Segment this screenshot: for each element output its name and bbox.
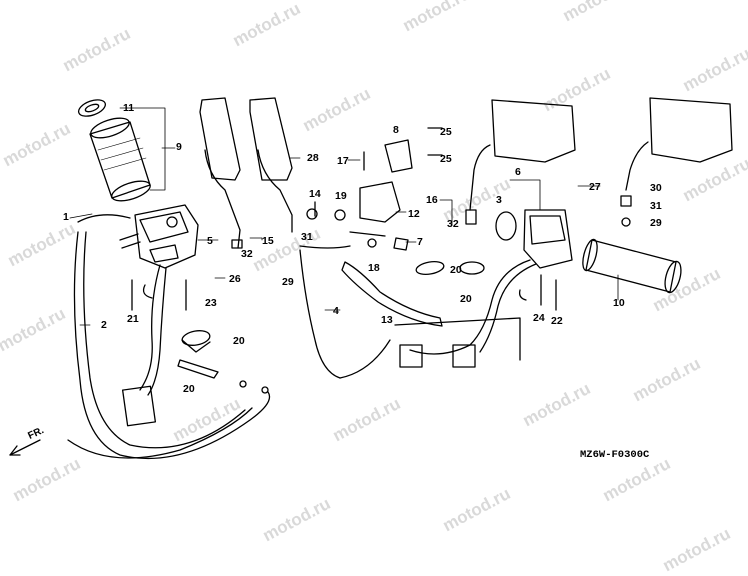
part-label-30: 30 — [650, 182, 662, 194]
part-label-5: 5 — [207, 235, 213, 247]
part-label-9: 9 — [176, 141, 182, 153]
part-label-12: 12 — [408, 208, 420, 220]
left-grip — [77, 99, 151, 202]
left-switch-housing — [119, 204, 199, 269]
part-label-31a: 31 — [301, 231, 313, 243]
part-label-18: 18 — [368, 262, 380, 274]
part-label-21: 21 — [127, 313, 139, 325]
right-switch-housing — [495, 209, 573, 269]
part-label-10: 10 — [613, 297, 625, 309]
part-label-13: 13 — [381, 314, 393, 326]
part-label-20b: 20 — [183, 383, 195, 395]
part-label-32b: 32 — [447, 218, 459, 230]
part-label-29a: 29 — [282, 276, 294, 288]
part-label-15: 15 — [262, 235, 274, 247]
part-label-26: 26 — [229, 273, 241, 285]
part-label-16: 16 — [426, 194, 438, 206]
leader-lines — [69, 107, 619, 326]
part-label-23: 23 — [205, 297, 217, 309]
right-mirror-a — [465, 99, 576, 225]
diagram-code: MZ6W-F0300C — [580, 449, 650, 461]
right-grip — [582, 238, 682, 294]
part-label-20d: 20 — [460, 293, 472, 305]
part-label-25b: 25 — [440, 153, 452, 165]
part-label-28: 28 — [307, 152, 319, 164]
part-label-31b: 31 — [650, 200, 662, 212]
part-label-8: 8 — [393, 124, 399, 136]
part-label-24: 24 — [533, 312, 545, 324]
left-wiring — [121, 264, 167, 427]
band-clamps — [177, 260, 485, 379]
fr-arrow — [9, 439, 41, 456]
right-wiring — [394, 259, 537, 368]
screws — [131, 127, 557, 311]
part-label-22: 22 — [551, 315, 563, 327]
part-label-25a: 25 — [440, 126, 452, 138]
part-label-20c: 20 — [450, 264, 462, 276]
clutch-lever — [341, 261, 443, 327]
part-label-14: 14 — [309, 188, 321, 200]
part-label-19: 19 — [335, 190, 347, 202]
part-label-6: 6 — [515, 166, 521, 178]
part-label-32a: 32 — [241, 248, 253, 260]
part-label-29b: 29 — [650, 217, 662, 229]
left-mirror — [199, 97, 293, 249]
part-label-11: 11 — [123, 102, 135, 114]
handlebar-parts-diagram — [9, 97, 733, 460]
right-mirror-b — [620, 97, 733, 227]
part-label-17: 17 — [337, 155, 349, 167]
part-label-1: 1 — [63, 211, 69, 223]
part-label-27: 27 — [589, 181, 601, 193]
left-cables — [67, 214, 271, 460]
clutch-cable — [299, 245, 391, 379]
part-label-3: 3 — [496, 194, 502, 206]
part-label-2: 2 — [101, 319, 107, 331]
part-label-7: 7 — [417, 236, 423, 248]
lever-bracket — [306, 139, 413, 251]
part-label-20a: 20 — [233, 335, 245, 347]
part-label-4: 4 — [333, 305, 339, 317]
